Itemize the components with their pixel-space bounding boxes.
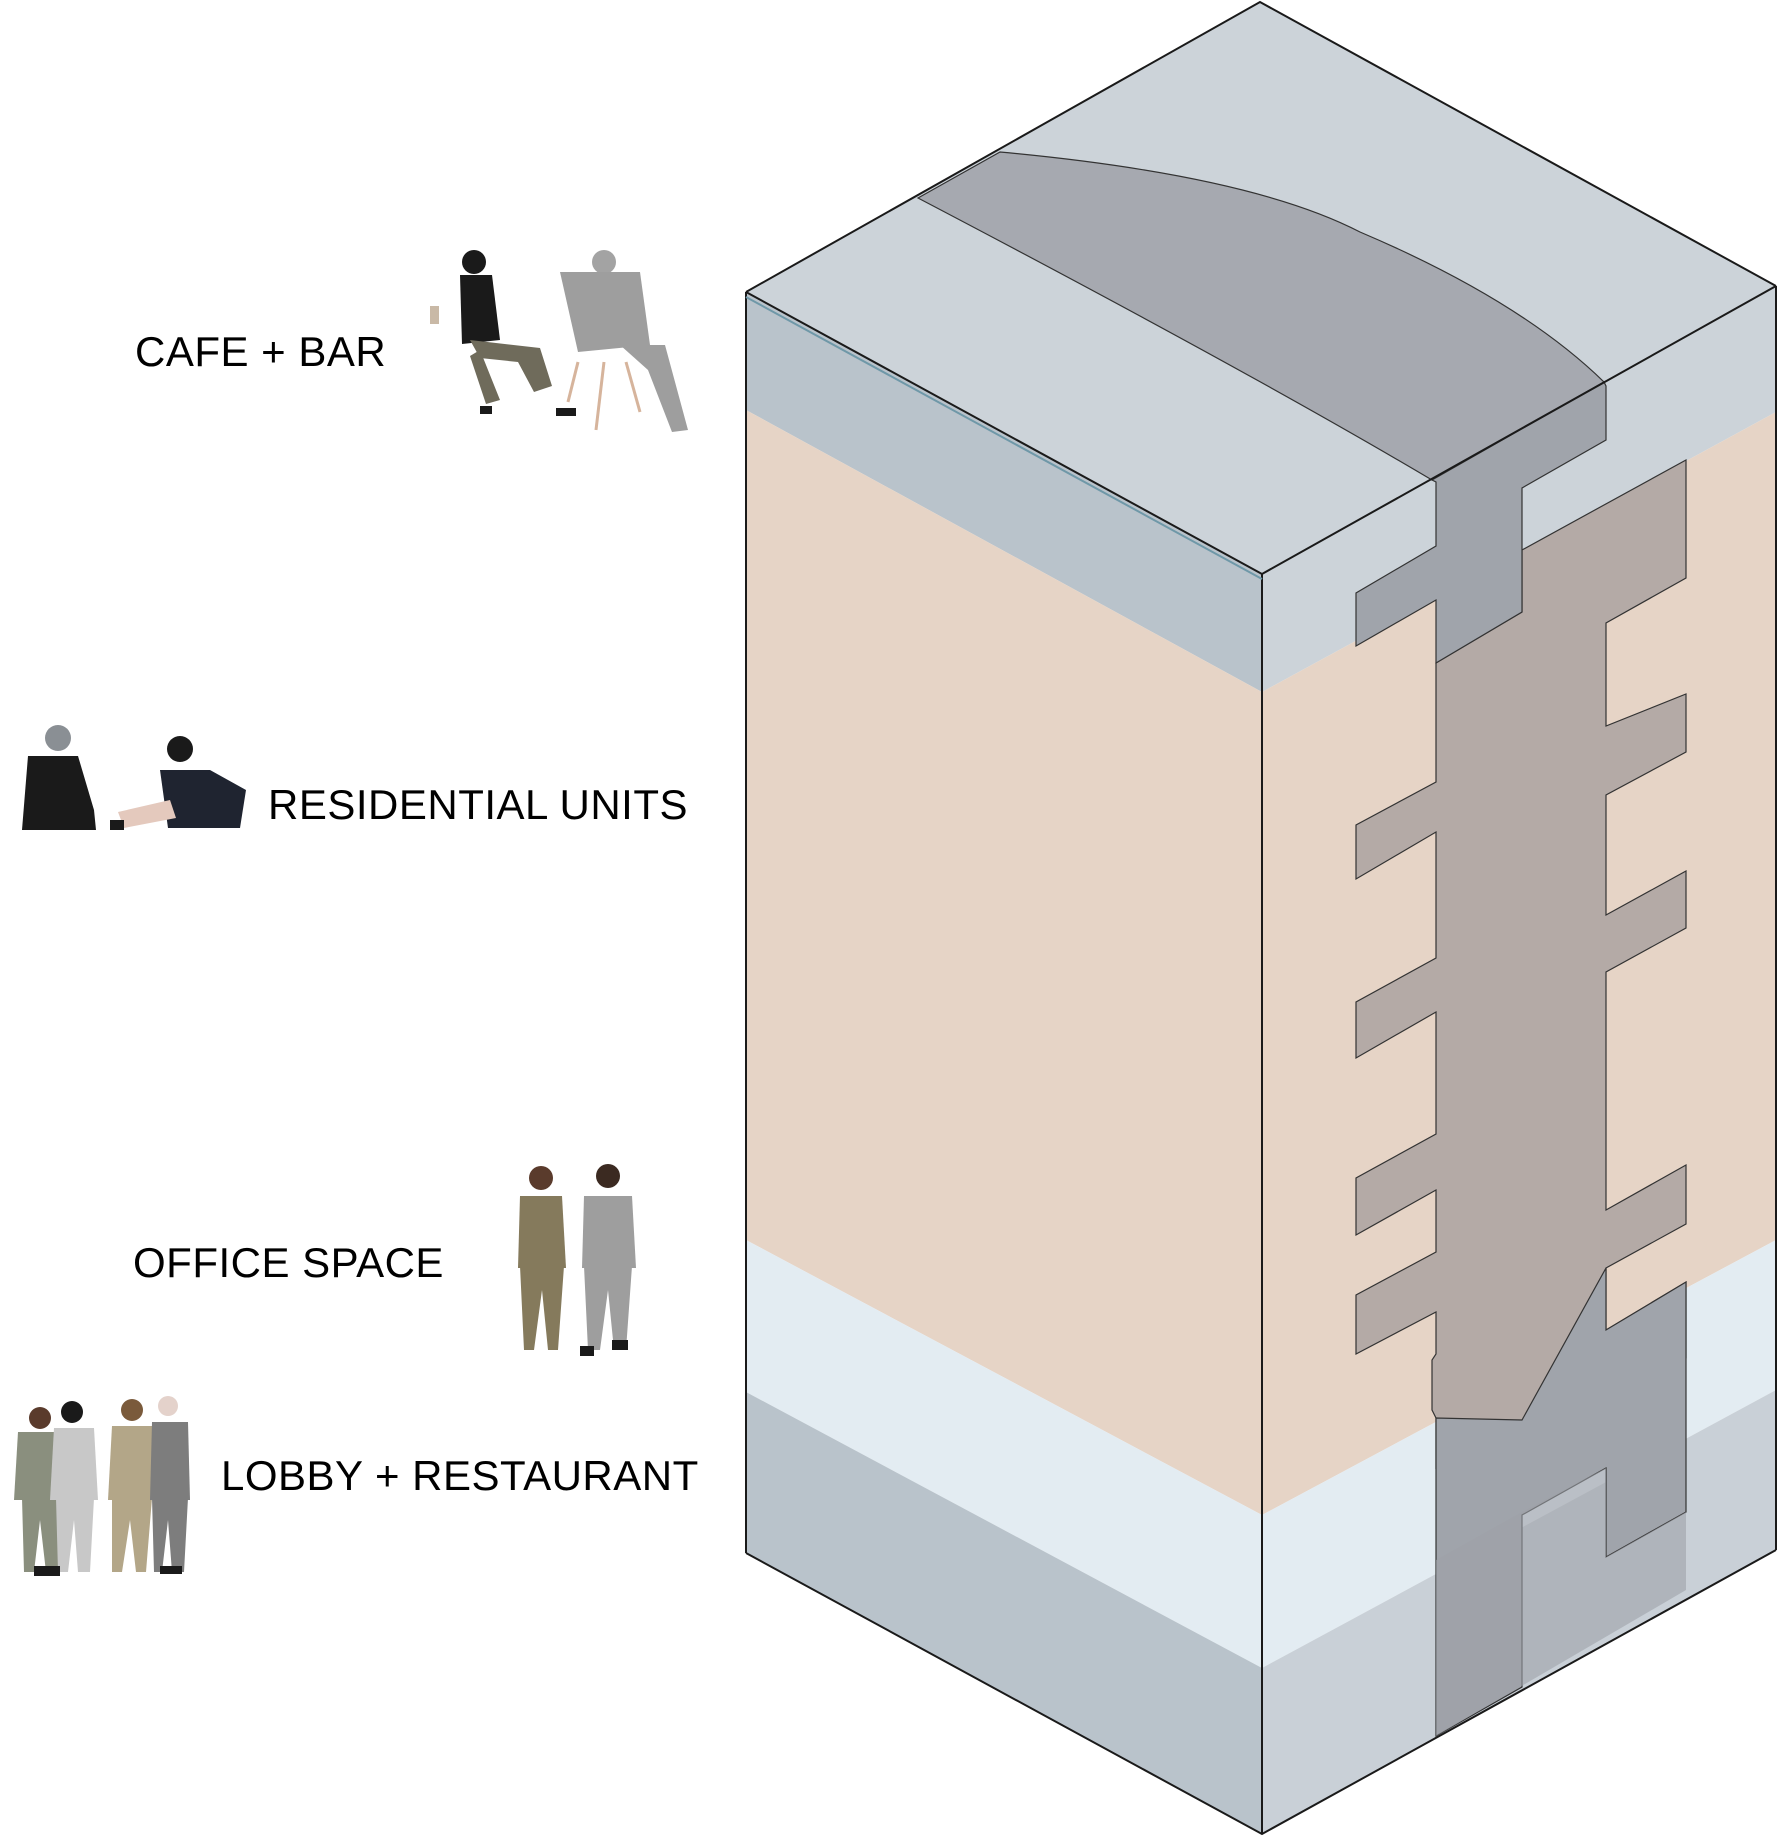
lobby-restaurant-label: LOBBY + RESTAURANT <box>221 1452 699 1499</box>
building-outline <box>745 0 1777 1836</box>
office-space-label: OFFICE SPACE <box>133 1239 444 1286</box>
standing-group-icon <box>14 1396 190 1576</box>
cafe-bar-label: CAFE + BAR <box>135 328 387 375</box>
standing-pair-icon <box>518 1164 636 1356</box>
seated-people-icon <box>430 250 688 432</box>
cafe-band-edge <box>745 296 1263 580</box>
core-lobby-lower <box>1436 1468 1686 1736</box>
left-face-office-band <box>746 1240 1262 1668</box>
sitting-people-icon <box>22 725 246 830</box>
left-face-residential-band <box>746 410 1262 1515</box>
residential-units-label: RESIDENTIAL UNITS <box>268 781 689 828</box>
roof-dark-zone <box>916 151 1605 481</box>
left-face-lobby-band <box>746 1392 1262 1834</box>
left-face-cafe-band <box>746 292 1262 692</box>
